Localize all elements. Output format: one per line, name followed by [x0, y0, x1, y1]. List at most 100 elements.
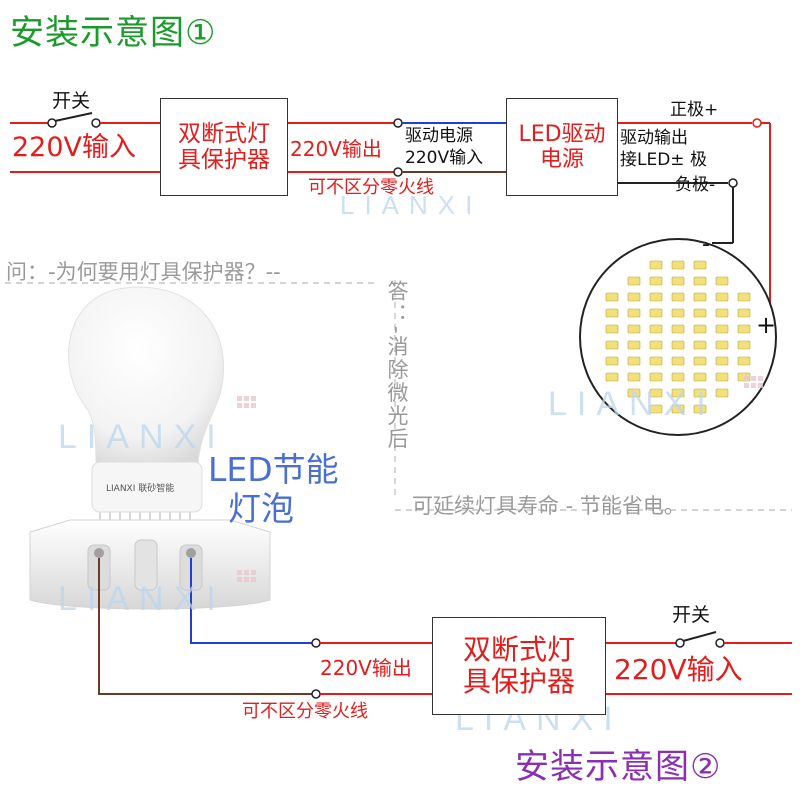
led-chip: [671, 388, 685, 398]
top-protector-line1: 双断式灯: [178, 120, 270, 147]
top-input-label: 220V输入: [12, 132, 137, 163]
led-chip: [671, 260, 685, 270]
led-chip: [605, 372, 619, 382]
led-chip: [627, 308, 641, 318]
led-chip: [605, 356, 619, 366]
bottom-switch-lever: [682, 631, 717, 642]
qa-answer-rest: 可延续灯具寿命 - 节能省电。: [412, 494, 685, 518]
led-chip: [715, 372, 729, 382]
bottom-output-label: 220V输出: [320, 656, 412, 680]
bulb-brand: LIANXI 联砂智能: [106, 484, 175, 494]
led-chip: [649, 324, 663, 334]
led-chip: [649, 276, 663, 286]
watermark: LIANXI: [58, 580, 226, 618]
qa-answer-vertical: 答：-消除微光后: [385, 280, 409, 451]
led-chip: [671, 356, 685, 366]
led-chip: [605, 308, 619, 318]
led-chip: [737, 340, 751, 350]
bottom-protector-box: 双断式灯 具保护器: [432, 617, 606, 715]
led-chip: [715, 324, 729, 334]
driver-output-line1: 驱动输出: [620, 128, 688, 148]
led-chip: [627, 372, 641, 382]
led-chip: [693, 260, 707, 270]
led-chip: [627, 356, 641, 366]
led-chip: [693, 404, 707, 414]
led-chip: [671, 276, 685, 286]
bottom-blue-wire: [190, 558, 312, 644]
led-bulb-graphic: [29, 286, 271, 610]
led-chip: [649, 388, 663, 398]
led-chip: [737, 308, 751, 318]
led-chip: [693, 372, 707, 382]
led-chip: [627, 340, 641, 350]
driver-input-line1: 驱动电源: [405, 126, 473, 146]
bottom-any-wire-label: 可不区分零火线: [242, 701, 368, 722]
top-protector-line2: 具保护器: [178, 147, 270, 173]
led-chip: [649, 260, 663, 270]
led-chip: [737, 324, 751, 334]
driver-output-line2: 接LED± 极: [620, 150, 707, 170]
bulb-label-line2: 灯泡: [228, 489, 294, 528]
led-chip: [693, 276, 707, 286]
top-any-wire-label: 可不区分零火线: [308, 177, 434, 198]
led-chip: [693, 324, 707, 334]
top-output-label: 220V输出: [290, 137, 382, 161]
led-chip: [649, 340, 663, 350]
bottom-protector-line1: 双断式灯: [462, 632, 575, 666]
top-switch-lever: [54, 112, 93, 122]
bottom-brown-wire: [98, 558, 312, 695]
led-chip: [715, 308, 729, 318]
led-chip: [671, 404, 685, 414]
led-chip: [671, 324, 685, 334]
led-chip: [605, 324, 619, 334]
led-chip: [693, 388, 707, 398]
bottom-protector-line2: 具保护器: [462, 665, 575, 698]
led-panel: [579, 238, 777, 436]
led-chip: [737, 356, 751, 366]
led-chip: [693, 340, 707, 350]
title-bottom: 安装示意图②: [515, 747, 722, 787]
led-chip: [671, 372, 685, 382]
bulb-label-line1: LED节能: [208, 450, 339, 489]
led-chip: [605, 340, 619, 350]
led-chip: [649, 372, 663, 382]
bottom-switch-label: 开关: [672, 604, 711, 626]
bottom-input-label: 220V输入: [614, 653, 743, 686]
top-switch-label: 开关: [52, 90, 91, 112]
title-top: 安装示意图①: [10, 13, 217, 53]
led-chip: [715, 356, 729, 366]
led-chip: [715, 388, 729, 398]
led-chip: [627, 388, 641, 398]
led-chip: [715, 292, 729, 302]
led-plus-label: +: [756, 311, 777, 339]
led-chip: [693, 292, 707, 302]
driver-line2: 电源: [539, 147, 584, 172]
led-chip: [627, 276, 641, 286]
watermark: LIANXI: [58, 418, 226, 456]
led-chip: [715, 276, 729, 286]
watermark: LIANXI: [340, 190, 483, 220]
qa-question: 问：-为何要用灯具保护器？--: [6, 260, 281, 284]
led-chip: [649, 404, 663, 414]
led-chip: [649, 356, 663, 366]
led-chip: [605, 292, 619, 302]
led-chip: [737, 292, 751, 302]
led-chip: [671, 308, 685, 318]
negative-label: 负极-: [675, 175, 716, 195]
watermark: LIANXI: [548, 385, 716, 423]
led-chip: [671, 340, 685, 350]
led-chip: [715, 340, 729, 350]
driver-input-line2: 220V输入: [405, 148, 484, 168]
led-driver-box: LED驱动 电源: [506, 98, 618, 196]
led-chip: [649, 308, 663, 318]
driver-line1: LED驱动: [518, 121, 606, 147]
led-chip: [671, 292, 685, 302]
led-chips: [605, 260, 751, 414]
led-chip: [627, 292, 641, 302]
led-minus-label: -: [702, 232, 710, 257]
led-chip: [693, 356, 707, 366]
led-chip: [693, 308, 707, 318]
positive-label: 正极+: [670, 100, 719, 120]
led-chip: [627, 324, 641, 334]
